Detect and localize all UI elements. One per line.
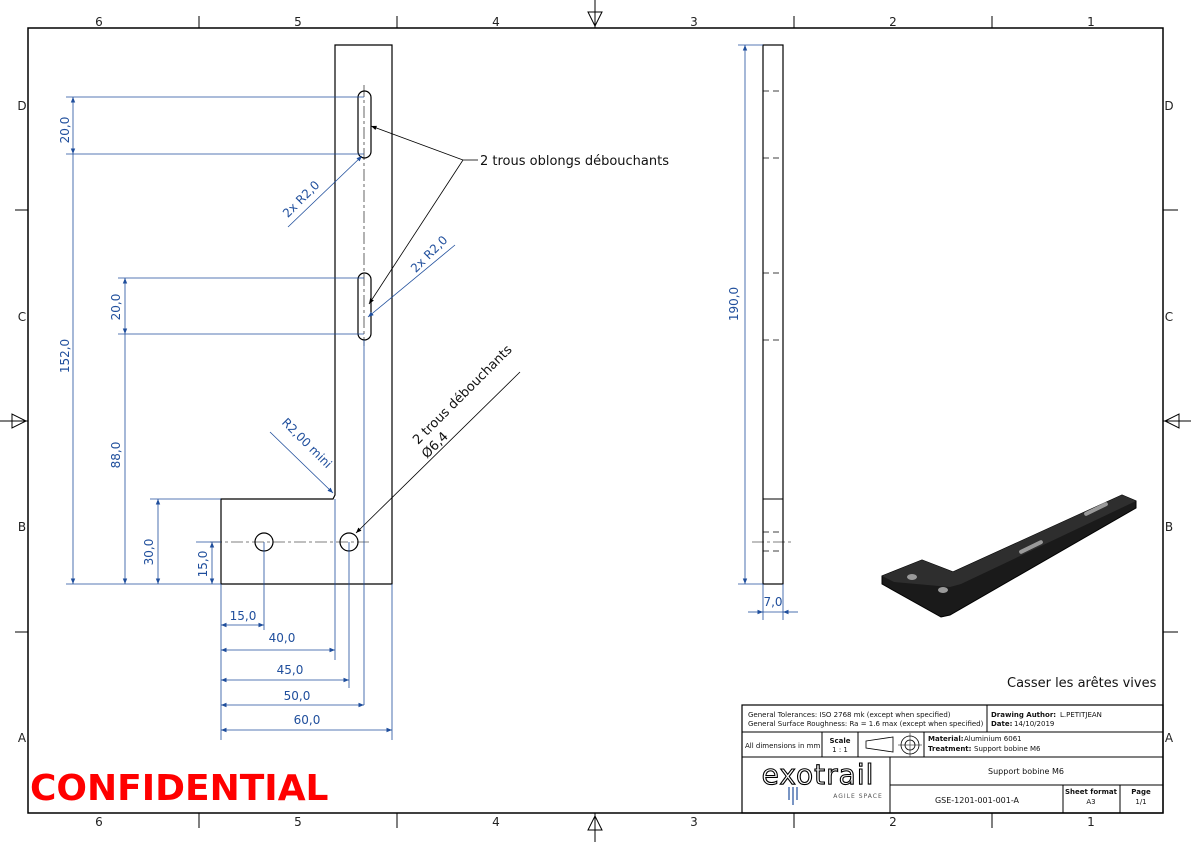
note-through-holes: 2 trous débouchants xyxy=(410,342,515,447)
zone-col-top-3: 4 xyxy=(492,15,500,29)
dim-width-15: 15,0 xyxy=(230,609,257,623)
zone-col-top-2: 5 xyxy=(294,15,302,29)
zone-col-bottom-1: 6 xyxy=(95,815,103,829)
dim-width-50: 50,0 xyxy=(284,689,311,703)
zone-row-left-b: B xyxy=(18,520,26,534)
zone-labels: 6 5 4 3 2 1 6 5 4 3 2 1 D C B A D C B A xyxy=(17,15,1174,829)
tb-scale: 1 : 1 xyxy=(832,746,848,754)
zone-col-bottom-3: 4 xyxy=(492,815,500,829)
logo-mark xyxy=(788,787,798,805)
zone-row-right-a: A xyxy=(1165,731,1174,745)
dim-width-45: 45,0 xyxy=(277,663,304,677)
dimension-texts: 20,0 152,0 20,0 88,0 30,0 15,0 15,0 40,0… xyxy=(58,117,783,727)
dim-slot-top-length: 20,0 xyxy=(58,117,72,144)
tb-sheet-format-label: Sheet format xyxy=(1065,788,1118,796)
tb-units: All dimensions in mm xyxy=(745,742,820,750)
tb-scale-label: Scale xyxy=(829,737,850,745)
confidential-stamp: CONFIDENTIAL xyxy=(30,768,329,809)
tb-treatment-label: Treatment: xyxy=(928,745,972,753)
isometric-view xyxy=(881,494,1137,618)
dim-height-88: 88,0 xyxy=(109,442,123,469)
tb-page-label: Page xyxy=(1131,788,1151,796)
zone-row-right-c: C xyxy=(1165,310,1173,324)
note-leaders xyxy=(355,125,521,534)
dim-width-40: 40,0 xyxy=(269,631,296,645)
dim-height-30: 30,0 xyxy=(142,539,156,566)
tb-date: 14/10/2019 xyxy=(1014,720,1054,728)
tb-sheet-format: A3 xyxy=(1086,798,1095,806)
zone-row-right-b: B xyxy=(1165,520,1173,534)
dim-height-152: 152,0 xyxy=(58,339,72,373)
zone-row-left-a: A xyxy=(18,731,27,745)
tb-date-label: Date: xyxy=(991,720,1013,728)
side-view-dims xyxy=(738,44,798,620)
zone-row-left-c: C xyxy=(18,310,26,324)
zone-col-top-5: 2 xyxy=(889,15,897,29)
company-tagline: AGILE SPACE xyxy=(833,793,882,800)
dim-slot-mid-length: 20,0 xyxy=(109,294,123,321)
zone-col-bottom-6: 1 xyxy=(1087,815,1095,829)
zone-row-left-d: D xyxy=(17,99,26,113)
side-view-part xyxy=(752,44,792,585)
dim-height-15: 15,0 xyxy=(196,551,210,578)
oblong-slot-middle xyxy=(357,272,372,341)
tb-roughness: General Surface Roughness: Ra = 1.6 max … xyxy=(748,720,984,728)
tb-treatment: Support bobine M6 xyxy=(974,745,1041,753)
front-view-part xyxy=(220,44,393,585)
zone-col-top-1: 6 xyxy=(95,15,103,29)
title-block-texts: General Tolerances: ISO 2768 mk (except … xyxy=(745,711,1151,806)
tb-author: L.PETITJEAN xyxy=(1060,711,1102,719)
tb-page: 1/1 xyxy=(1135,798,1146,806)
dimension-lines xyxy=(66,96,456,740)
company-logo: exotrail xyxy=(762,758,875,791)
dim-side-thickness: 7,0 xyxy=(763,595,782,609)
zone-col-bottom-4: 3 xyxy=(690,815,698,829)
zone-col-bottom-5: 2 xyxy=(889,815,897,829)
title-block xyxy=(741,704,1164,814)
centerlines xyxy=(210,85,370,543)
tb-title: Support bobine M6 xyxy=(988,767,1064,776)
dim-side-height: 190,0 xyxy=(727,287,741,321)
oblong-slot-top xyxy=(357,90,372,159)
tb-tolerances: General Tolerances: ISO 2768 mk (except … xyxy=(748,711,951,719)
zone-col-bottom-2: 5 xyxy=(294,815,302,829)
tb-part-number: GSE-1201-001-001-A xyxy=(935,796,1020,805)
note-oblong-holes: 2 trous oblongs débouchants xyxy=(480,154,669,169)
dim-width-60: 60,0 xyxy=(294,713,321,727)
tb-author-label: Drawing Author: xyxy=(991,711,1056,719)
note-break-edges: Casser les arêtes vives xyxy=(1007,676,1157,691)
zone-row-right-d: D xyxy=(1164,99,1173,113)
tb-material-label: Material: xyxy=(928,735,964,743)
tb-material: Aluminium 6061 xyxy=(964,735,1022,743)
dim-inner-radius: R2,00 mini xyxy=(279,415,335,471)
zone-col-top-6: 1 xyxy=(1087,15,1095,29)
zone-col-top-4: 3 xyxy=(690,15,698,29)
